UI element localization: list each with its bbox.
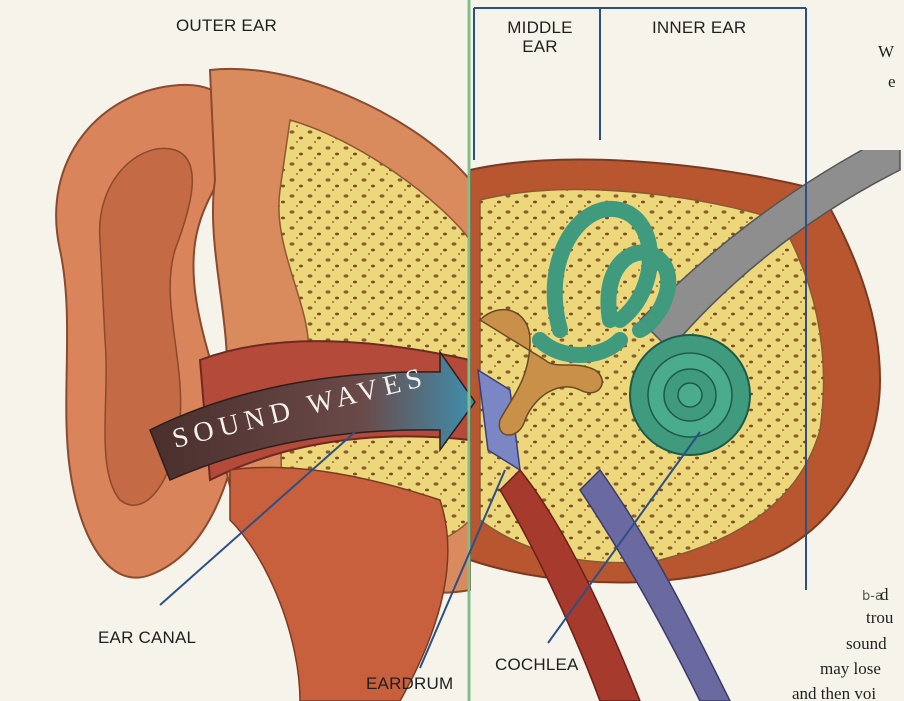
cochlea-spiral [630, 335, 750, 455]
page-text-fragment: may lose [820, 659, 881, 679]
page-text-fragment: d [880, 585, 889, 605]
middle-ear-label-line1: MIDDLE [500, 18, 580, 37]
page-text-fragment: e [888, 72, 896, 92]
page-text-fragment: sound [846, 634, 887, 654]
page-text-fragment: W [878, 42, 894, 62]
eardrum-label: EARDRUM [366, 674, 453, 694]
cochlea-label: COCHLEA [495, 655, 579, 675]
outer-ear-label: OUTER EAR [176, 16, 277, 36]
page-text-fragment: and then voi [792, 684, 876, 701]
page-text-fragment: trou [866, 608, 893, 628]
middle-ear-label: MIDDLE EAR [500, 18, 580, 56]
middle-ear-label-line2: EAR [500, 37, 580, 56]
ear-canal-label: EAR CANAL [98, 628, 196, 648]
inner-ear-label: INNER EAR [652, 18, 746, 38]
